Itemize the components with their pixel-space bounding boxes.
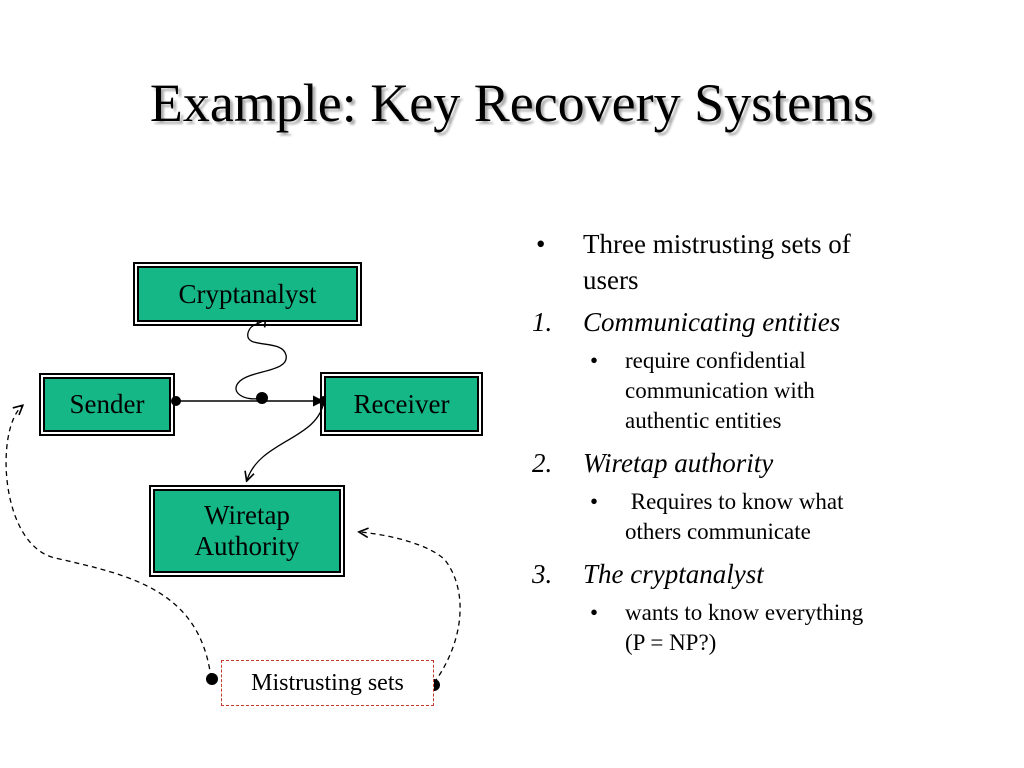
sub-bullet-text-line: require confidential <box>625 348 806 373</box>
sub-bullet-item: • Requires to know what others communica… <box>530 487 980 547</box>
bullet-text-line: Three mistrusting sets of <box>583 229 851 259</box>
number-marker: 2. <box>532 448 553 478</box>
number-marker: 1. <box>532 307 553 337</box>
cryptanalyst-label: Cryptanalyst <box>178 278 317 309</box>
sub-bullet-item: • require confidential communication wit… <box>530 346 980 436</box>
wiretap-arrow <box>247 400 325 480</box>
sender-node: Sender <box>39 373 175 436</box>
bullet-marker: • <box>536 229 546 259</box>
sub-bullet-text-line: wants to know everything <box>625 600 864 625</box>
sub-bullet-text-line: authentic entities <box>625 408 782 433</box>
numbered-item: 3. The cryptanalyst <box>530 556 980 592</box>
mistrust-left-arrow <box>5 406 212 679</box>
sub-bullet-marker: • <box>590 600 599 625</box>
numbered-item-text: Wiretap authority <box>583 448 774 478</box>
bullet-list: • Three mistrusting sets of users 1. Com… <box>530 226 980 658</box>
slide-title: Example: Key Recovery Systems <box>149 73 875 133</box>
numbered-item-text: Communicating entities <box>583 307 841 337</box>
sub-bullet-text-line: Requires to know what <box>625 489 844 514</box>
sender-label: Sender <box>69 389 145 419</box>
cryptanalyst-node: Cryptanalyst <box>133 262 362 326</box>
mistrust-right-arrow <box>360 532 461 684</box>
wiretap-label-line2: Authority <box>194 531 300 561</box>
sub-bullet-item: • wants to know everything (P = NP?) <box>530 598 980 658</box>
sub-bullet-text-line: others communicate <box>625 519 811 544</box>
cryptanalyst-eavesdrop-arrow <box>235 318 287 400</box>
sub-bullet-marker: • <box>590 489 599 514</box>
numbered-item: 1. Communicating entities <box>530 304 980 340</box>
channel-start-dot <box>171 396 181 406</box>
receiver-label: Receiver <box>353 388 450 419</box>
wiretap-authority-node: Wiretap Authority <box>149 485 345 577</box>
wiretap-label-line1: Wiretap <box>204 500 290 530</box>
sub-bullet-text-line: communication with <box>625 378 815 403</box>
bullet-item: • Three mistrusting sets of users <box>530 226 980 298</box>
mistrust-left-dot <box>206 673 218 685</box>
mistrusting-sets-box: Mistrusting sets <box>221 660 434 706</box>
sub-bullet-marker: • <box>590 348 599 373</box>
numbered-item: 2. Wiretap authority <box>530 445 980 481</box>
bullet-text-line: users <box>583 265 639 295</box>
number-marker: 3. <box>532 559 553 589</box>
sub-bullet-text-line: (P = NP?) <box>625 630 717 655</box>
receiver-node: Receiver <box>320 372 483 436</box>
mistrusting-sets-label: Mistrusting sets <box>251 669 404 696</box>
numbered-item-text: The cryptanalyst <box>583 559 764 589</box>
